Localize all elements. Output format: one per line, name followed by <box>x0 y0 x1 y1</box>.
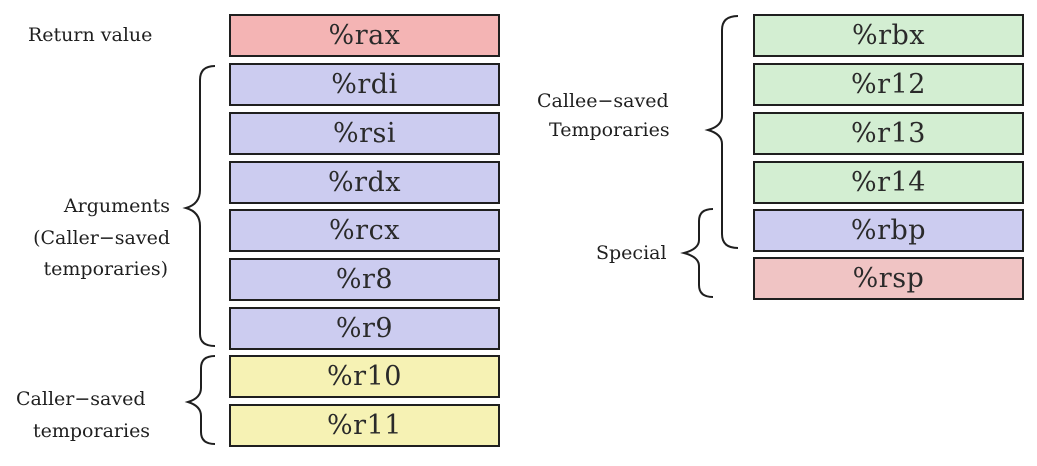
register-rsi: %rsi <box>229 112 500 155</box>
callee-saved-brace <box>704 15 739 249</box>
label-callee-saved-2: Temporaries <box>549 119 670 141</box>
register-rbp: %rbp <box>753 209 1024 252</box>
register-rdx: %rdx <box>229 161 500 204</box>
register-rdi: %rdi <box>229 63 500 106</box>
register-r8: %r8 <box>229 258 500 301</box>
register-rbx: %rbx <box>753 14 1024 57</box>
register-r9: %r9 <box>229 307 500 350</box>
register-r12: %r12 <box>753 63 1024 106</box>
arguments-brace <box>182 65 216 347</box>
label-caller-saved-1: Caller−saved <box>16 388 146 410</box>
register-rsp: %rsp <box>753 257 1024 300</box>
label-arguments-sub2: temporaries) <box>43 258 168 280</box>
register-r13: %r13 <box>753 112 1024 155</box>
register-r14: %r14 <box>753 161 1024 204</box>
label-return-value: Return value <box>28 24 153 46</box>
label-caller-saved-2: temporaries <box>33 420 151 442</box>
register-r10: %r10 <box>229 355 500 398</box>
label-arguments: Arguments <box>63 195 170 217</box>
label-callee-saved-1: Callee−saved <box>537 90 669 112</box>
register-rcx: %rcx <box>229 209 500 252</box>
label-arguments-sub1: (Caller−saved <box>33 227 170 249</box>
register-rax: %rax <box>229 14 500 57</box>
caller-saved-brace <box>184 355 216 445</box>
special-brace <box>680 208 714 298</box>
label-special: Special <box>596 242 667 264</box>
register-r11: %r11 <box>229 404 500 447</box>
